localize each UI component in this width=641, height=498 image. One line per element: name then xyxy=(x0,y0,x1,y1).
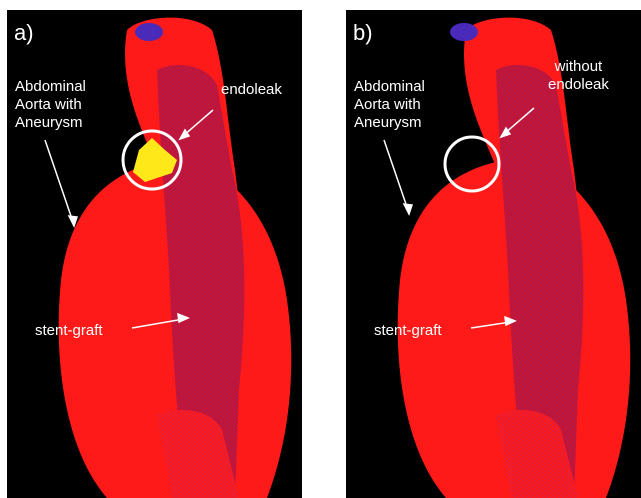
panel-a: a) Abdominal Aorta with Aneurysm endolea… xyxy=(7,10,302,498)
endoleak-label: endoleak xyxy=(221,81,282,98)
arrow-aorta xyxy=(45,140,73,222)
aorta-label: Abdominal Aorta with Aneurysm xyxy=(15,78,86,132)
vessel-top xyxy=(450,23,478,41)
stent-graft-label: stent-graft xyxy=(35,322,103,339)
arrow-aorta xyxy=(384,140,408,210)
panel-label: b) xyxy=(353,20,373,46)
vessel-top xyxy=(135,23,163,41)
stent-graft-label: stent-graft xyxy=(374,322,442,339)
without-endoleak-label: without endoleak xyxy=(548,58,609,94)
aorta-label: Abdominal Aorta with Aneurysm xyxy=(354,78,425,132)
panel-b: b) Abdominal Aorta with Aneurysm without… xyxy=(346,10,641,498)
panel-label: a) xyxy=(14,20,34,46)
